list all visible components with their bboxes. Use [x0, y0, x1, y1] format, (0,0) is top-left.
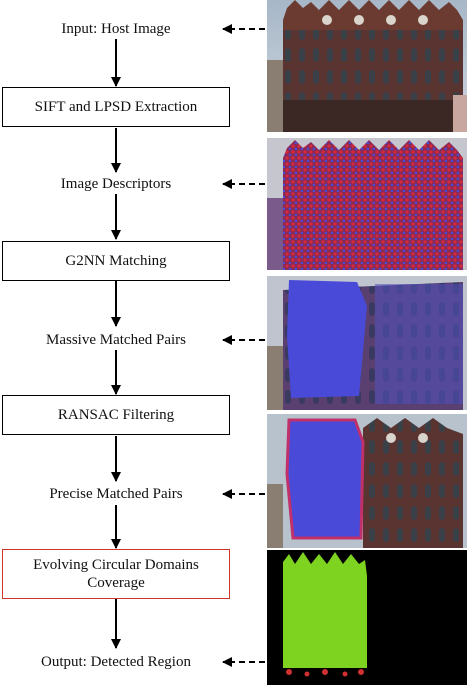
step-g2nn-box: G2NN Matching [2, 241, 230, 281]
step-massive-label: Massive Matched Pairs [46, 332, 186, 348]
descriptor-overlay-illustration [267, 138, 467, 270]
detected-region-image [267, 550, 467, 685]
step-ransac-label: RANSAC Filtering [57, 407, 175, 423]
step-g2nn-label: G2NN Matching [65, 253, 167, 269]
descriptors-image [267, 138, 467, 270]
step-sift-box: SIFT and LPSD Extraction [2, 87, 230, 127]
host-image [267, 0, 467, 132]
precise-matches-illustration [267, 414, 467, 548]
host-building-illustration [267, 0, 467, 132]
step-output-label: Output: Detected Region [41, 654, 191, 670]
detected-region-mask-illustration [267, 550, 467, 685]
step-ransac-box: RANSAC Filtering [2, 395, 230, 435]
massive-matches-illustration [267, 276, 467, 410]
step-descriptors-label: Image Descriptors [60, 176, 172, 192]
massive-matches-image [267, 276, 467, 410]
step-input-label: Input: Host Image [61, 21, 171, 37]
step-sift-label: SIFT and LPSD Extraction [34, 99, 198, 115]
step-evolving-label: Evolving Circular Domains Coverage [33, 557, 199, 591]
precise-matches-image [267, 414, 467, 548]
step-evolving-box: Evolving Circular Domains Coverage [2, 549, 230, 599]
step-precise-label: Precise Matched Pairs [49, 486, 183, 502]
